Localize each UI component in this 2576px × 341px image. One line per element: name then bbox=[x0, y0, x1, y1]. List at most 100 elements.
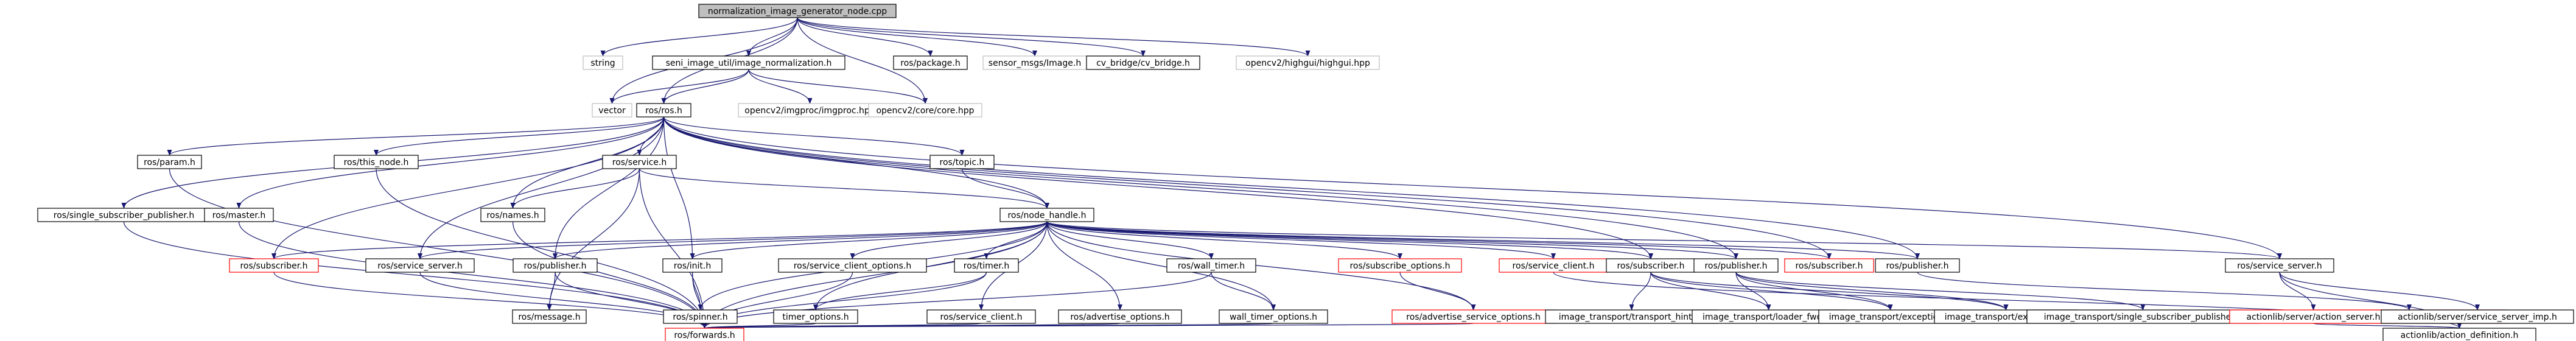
edge-ros-to-sub2 bbox=[663, 116, 1832, 259]
edge-itpub-to-itssp bbox=[1735, 272, 2146, 311]
graph-node-timer[interactable]: ros/timer.h bbox=[954, 258, 1019, 273]
edge-nodehandle-to-pub2 bbox=[1046, 221, 1920, 259]
graph-node-imgproc[interactable]: opencv2/imgproc/imgproc.hpp bbox=[738, 103, 882, 118]
node-box bbox=[2225, 258, 2334, 273]
edge-srvsrv2-to-actssi bbox=[2279, 272, 2480, 311]
graph-node-acts[interactable]: actionlib/server/action_server.h bbox=[2229, 309, 2398, 324]
graph-node-hgui[interactable]: opencv2/highgui/highgui.hpp bbox=[1236, 55, 1380, 70]
graph-node-ssp[interactable]: ros/single_subscriber_publisher.h bbox=[37, 208, 211, 222]
edge-nodehandle-to-advopts bbox=[1046, 221, 1122, 311]
graph-node-walltimer[interactable]: ros/wall_timer.h bbox=[1166, 258, 1256, 273]
graph-node-advopts[interactable]: ros/advertise_options.h bbox=[1058, 309, 1182, 324]
graph-node-subopts[interactable]: ros/subscribe_options.h bbox=[1338, 258, 1462, 273]
node-label: opencv2/core/core.hpp bbox=[876, 106, 974, 116]
graph-node-srvsrv2[interactable]: ros/service_server.h bbox=[2225, 258, 2334, 273]
graph-node-message[interactable]: ros/message.h bbox=[512, 309, 587, 324]
node-box bbox=[592, 103, 632, 118]
node-label: ros/subscribe_options.h bbox=[1349, 261, 1450, 271]
node-label: ros/subscriber.h bbox=[1795, 261, 1863, 271]
node-label: ros/publisher.h bbox=[1886, 261, 1948, 271]
edge-itsub-to-itexc2 bbox=[1650, 272, 2009, 311]
node-label: ros/node_handle.h bbox=[1007, 211, 1086, 220]
edge-nodehandle-to-sco bbox=[850, 221, 1048, 259]
edge-names-to-forwards bbox=[512, 221, 707, 329]
node-label: cv_bridge/cv_bridge.h bbox=[1096, 58, 1190, 68]
node-label: timer_options.h bbox=[782, 312, 849, 322]
graph-node-itssp[interactable]: image_transport/single_subscriber_publis… bbox=[2026, 309, 2259, 324]
graph-node-itpub[interactable]: ros/publisher.h bbox=[1693, 258, 1779, 273]
edge-root-to-string bbox=[600, 17, 798, 57]
graph-node-cvb[interactable]: cv_bridge/cv_bridge.h bbox=[1086, 55, 1200, 70]
edge-nodehandle-to-srvsrv2 bbox=[1046, 221, 2282, 259]
node-label: image_transport/loader_fwds.h bbox=[1703, 312, 1835, 322]
graph-node-init[interactable]: ros/init.h bbox=[662, 258, 723, 273]
edge-nodehandle-to-itsub bbox=[1046, 221, 1653, 259]
graph-node-string[interactable]: string bbox=[583, 55, 623, 70]
graph-node-svcclient1[interactable]: ros/service_client.h bbox=[1499, 258, 1608, 273]
graph-node-svcclient2[interactable]: ros/service_client.h bbox=[926, 309, 1036, 324]
graph-node-sco[interactable]: ros/service_client_options.h bbox=[778, 258, 927, 273]
node-box bbox=[926, 309, 1036, 324]
edge-ros-to-param bbox=[167, 116, 665, 156]
graph-node-pub1[interactable]: ros/publisher.h bbox=[513, 258, 598, 273]
node-label: ros/spinner.h bbox=[673, 312, 727, 322]
graph-node-forwards[interactable]: ros/forwards.h bbox=[665, 328, 744, 341]
node-box bbox=[999, 208, 1094, 222]
edge-seni-to-vector bbox=[609, 69, 749, 104]
graph-node-core[interactable]: opencv2/core/core.hpp bbox=[868, 103, 982, 118]
edge-nodehandle-to-forwards bbox=[702, 221, 1048, 329]
graph-node-param[interactable]: ros/param.h bbox=[137, 155, 202, 169]
graph-node-pkg[interactable]: ros/package.h bbox=[893, 55, 968, 70]
edge-root-to-pkg bbox=[797, 17, 933, 57]
graph-node-vector[interactable]: vector bbox=[592, 103, 632, 118]
edge-itsub-to-tthints bbox=[1629, 272, 1651, 311]
edge-itpub-to-itexc2 bbox=[1735, 272, 2009, 311]
graph-node-actdef[interactable]: actionlib/action_definition.h bbox=[2382, 328, 2536, 341]
graph-node-tthints[interactable]: image_transport/transport_hints.h bbox=[1545, 309, 1718, 324]
node-box bbox=[512, 309, 587, 324]
graph-node-servicesrv1[interactable]: ros/service_server.h bbox=[365, 258, 475, 273]
graph-node-nodehandle[interactable]: ros/node_handle.h bbox=[999, 208, 1094, 222]
edge-nodehandle-to-sub2 bbox=[1046, 221, 1832, 259]
graph-node-sensor[interactable]: sensor_msgs/Image.h bbox=[982, 55, 1087, 70]
edge-walltimer-to-walltimeropts bbox=[1211, 272, 1276, 311]
graph-node-spinner[interactable]: ros/spinner.h bbox=[663, 309, 738, 324]
edge-nodehandle-to-servicesrv1 bbox=[418, 221, 1048, 259]
edge-ros-to-sub1 bbox=[271, 116, 665, 259]
graph-node-master[interactable]: ros/master.h bbox=[204, 208, 274, 222]
node-label: ros/service.h bbox=[612, 158, 667, 167]
graph-node-pub2[interactable]: ros/publisher.h bbox=[1875, 258, 1960, 273]
node-box bbox=[1086, 55, 1200, 70]
graph-node-timeropts[interactable]: timer_options.h bbox=[773, 309, 858, 324]
graph-node-sub2[interactable]: ros/subscriber.h bbox=[1784, 258, 1874, 273]
node-box bbox=[1338, 258, 1462, 273]
graph-node-advsvcopts[interactable]: ros/advertise_service_options.h bbox=[1391, 309, 1555, 324]
node-box bbox=[1219, 309, 1328, 324]
edge-pub2-to-diag bbox=[1917, 272, 2412, 311]
graph-node-service[interactable]: ros/service.h bbox=[602, 155, 677, 169]
node-label: ros/ros.h bbox=[645, 106, 682, 116]
graph-node-itsub[interactable]: ros/subscriber.h bbox=[1606, 258, 1696, 273]
graph-node-seni[interactable]: seni_image_util/image_normalization.h bbox=[652, 55, 845, 70]
node-box bbox=[663, 309, 738, 324]
graph-node-thisnode[interactable]: ros/this_node.h bbox=[334, 155, 419, 169]
node-box bbox=[665, 328, 744, 341]
edge-master-to-forwards bbox=[238, 221, 707, 329]
edge-service-to-nodehandle bbox=[639, 168, 1049, 209]
graph-node-actssi[interactable]: actionlib/server/service_server_imp.h bbox=[2381, 309, 2574, 324]
node-label: ros/advertise_options.h bbox=[1070, 312, 1169, 322]
node-box bbox=[602, 155, 677, 169]
node-box bbox=[137, 155, 202, 169]
graph-node-root[interactable]: normalization_image_generator_node.cpp bbox=[698, 4, 897, 18]
edge-init-to-spinner bbox=[691, 272, 703, 311]
edge-nodehandle-to-walltimeropts bbox=[1046, 221, 1276, 311]
graph-node-ros[interactable]: ros/ros.h bbox=[636, 103, 691, 118]
graph-node-names[interactable]: ros/names.h bbox=[480, 208, 545, 222]
graph-node-loader[interactable]: image_transport/loader_fwds.h bbox=[1692, 309, 1846, 324]
graph-node-topic[interactable]: ros/topic.h bbox=[929, 155, 995, 169]
graph-node-walltimeropts[interactable]: wall_timer_options.h bbox=[1219, 309, 1328, 324]
node-box bbox=[868, 103, 982, 118]
graph-node-sub1[interactable]: ros/subscriber.h bbox=[229, 258, 319, 273]
node-box bbox=[334, 155, 419, 169]
